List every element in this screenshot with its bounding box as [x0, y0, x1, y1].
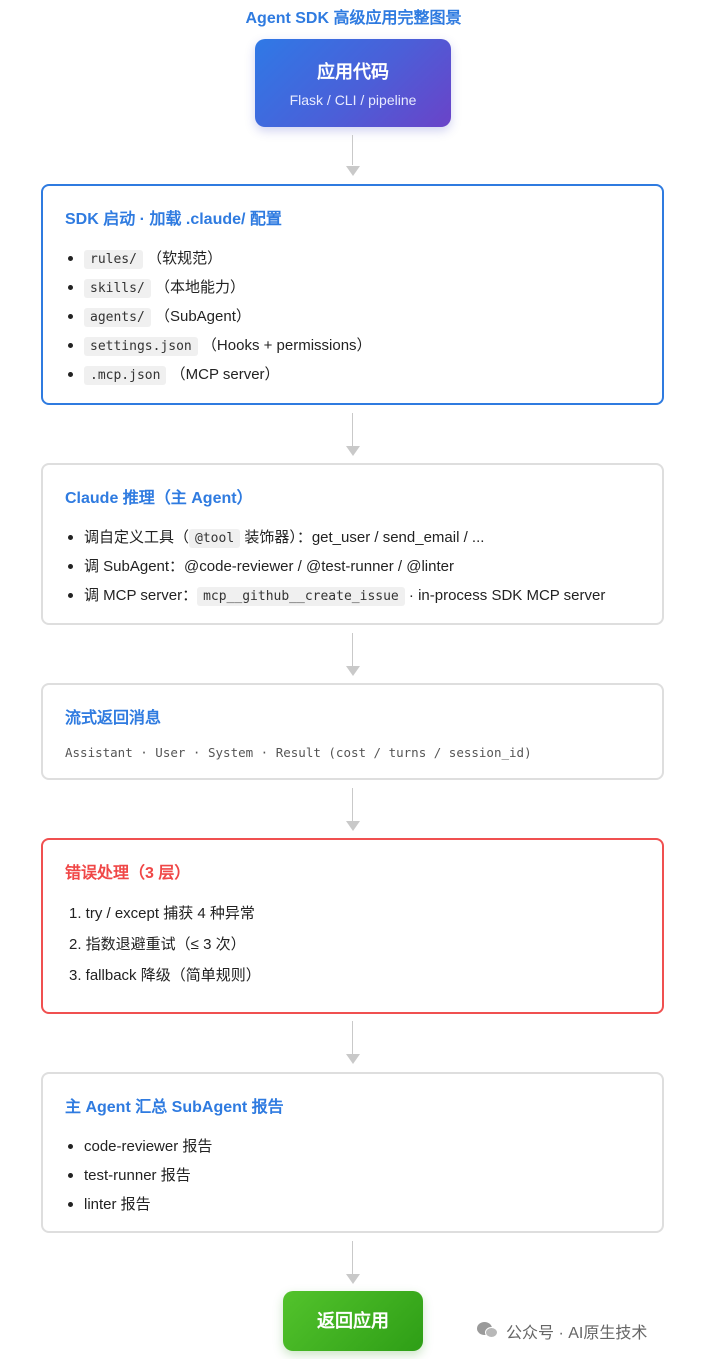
list-item: 3. fallback 降级（简单规则） — [69, 967, 261, 984]
item-text: （MCP server） — [170, 366, 280, 383]
connector-line — [352, 413, 353, 446]
watermark: 公众号 · AI原生技术 — [477, 1319, 647, 1343]
list-item: 2. 指数退避重试（≤ 3 次） — [69, 936, 246, 953]
reasoning-list: 调自定义工具（@tool 装饰器）：get_user / send_email … — [65, 523, 640, 610]
diagram-title: Agent SDK 高级应用完整图景 — [245, 10, 462, 27]
wechat-icon — [477, 1321, 499, 1341]
list-item: settings.json （Hooks + permissions） — [65, 331, 640, 360]
summary-card: 主 Agent 汇总 SubAgent 报告 code-reviewer 报告 … — [41, 1072, 664, 1233]
sdk-startup-card: SDK 启动 · 加载 .claude/ 配置 rules/ （软规范） ski… — [41, 184, 664, 405]
list-item: 调 MCP server：mcp__github__create_issue ·… — [65, 581, 640, 610]
arrow-down-icon — [346, 166, 360, 176]
item-text: · in-process SDK MCP server — [408, 587, 606, 604]
code-chip: mcp__github__create_issue — [197, 587, 405, 606]
message-types-line: Assistant · User · System · Result (cost… — [65, 745, 532, 760]
stream-messages-card: 流式返回消息 Assistant · User · System · Resul… — [41, 683, 664, 780]
code-chip: settings.json — [84, 337, 198, 356]
list-item: 调自定义工具（@tool 装饰器）：get_user / send_email … — [65, 523, 640, 552]
list-item: linter 报告 — [65, 1190, 640, 1219]
item-text: （SubAgent） — [154, 308, 251, 325]
list-item: 调 SubAgent：@code-reviewer / @test-runner… — [65, 552, 640, 581]
code-chip: @tool — [189, 529, 241, 548]
return-app-node: 返回应用 — [283, 1291, 423, 1351]
claude-reasoning-card: Claude 推理（主 Agent） 调自定义工具（@tool 装饰器）：get… — [41, 463, 664, 625]
item-text: 装饰器）：get_user / send_email / ... — [244, 529, 485, 546]
list-item: code-reviewer 报告 — [65, 1132, 640, 1161]
watermark-text: 公众号 · AI原生技术 — [506, 1325, 648, 1342]
error-handling-heading: 错误处理（3 层） — [65, 865, 191, 882]
app-code-subtitle: Flask / CLI / pipeline — [289, 92, 417, 108]
error-steps-list: 1. try / except 捕获 4 种异常 2. 指数退避重试（≤ 3 次… — [65, 898, 640, 991]
summary-heading: 主 Agent 汇总 SubAgent 报告 — [65, 1099, 284, 1116]
list-item: test-runner 报告 — [65, 1161, 640, 1190]
code-chip: .mcp.json — [84, 366, 167, 385]
config-list: rules/ （软规范） skills/ （本地能力） agents/ （Sub… — [65, 244, 640, 389]
stream-messages-heading: 流式返回消息 — [65, 710, 162, 727]
connector-line — [352, 633, 353, 666]
list-item: agents/ （SubAgent） — [65, 302, 640, 331]
item-text: 调 SubAgent：@code-reviewer / @test-runner… — [84, 558, 454, 575]
error-handling-card: 错误处理（3 层） 1. try / except 捕获 4 种异常 2. 指数… — [41, 838, 664, 1014]
item-text: （软规范） — [147, 250, 223, 267]
report-list: code-reviewer 报告 test-runner 报告 linter 报… — [65, 1132, 640, 1219]
app-code-node: 应用代码 Flask / CLI / pipeline — [255, 39, 451, 127]
list-item: skills/ （本地能力） — [65, 273, 640, 302]
list-item: .mcp.json （MCP server） — [65, 360, 640, 389]
claude-reasoning-heading: Claude 推理（主 Agent） — [65, 490, 253, 507]
item-text: 调自定义工具（ — [84, 529, 190, 546]
item-text: 调 MCP server： — [84, 587, 198, 604]
connector-line — [352, 1241, 353, 1274]
connector-line — [352, 788, 353, 821]
sdk-startup-heading: SDK 启动 · 加载 .claude/ 配置 — [65, 211, 282, 228]
app-code-title: 应用代码 — [317, 62, 389, 82]
code-chip: agents/ — [84, 308, 151, 327]
code-chip: skills/ — [84, 279, 151, 298]
arrow-down-icon — [346, 1054, 360, 1064]
arrow-down-icon — [346, 666, 360, 676]
item-text: （Hooks + permissions） — [201, 337, 372, 354]
list-item: rules/ （软规范） — [65, 244, 640, 273]
connector-line — [352, 135, 353, 165]
code-chip: rules/ — [84, 250, 143, 269]
connector-line — [352, 1021, 353, 1054]
arrow-down-icon — [346, 1274, 360, 1284]
item-text: （本地能力） — [154, 279, 245, 296]
arrow-down-icon — [346, 821, 360, 831]
list-item: 1. try / except 捕获 4 种异常 — [69, 905, 255, 922]
arrow-down-icon — [346, 446, 360, 456]
